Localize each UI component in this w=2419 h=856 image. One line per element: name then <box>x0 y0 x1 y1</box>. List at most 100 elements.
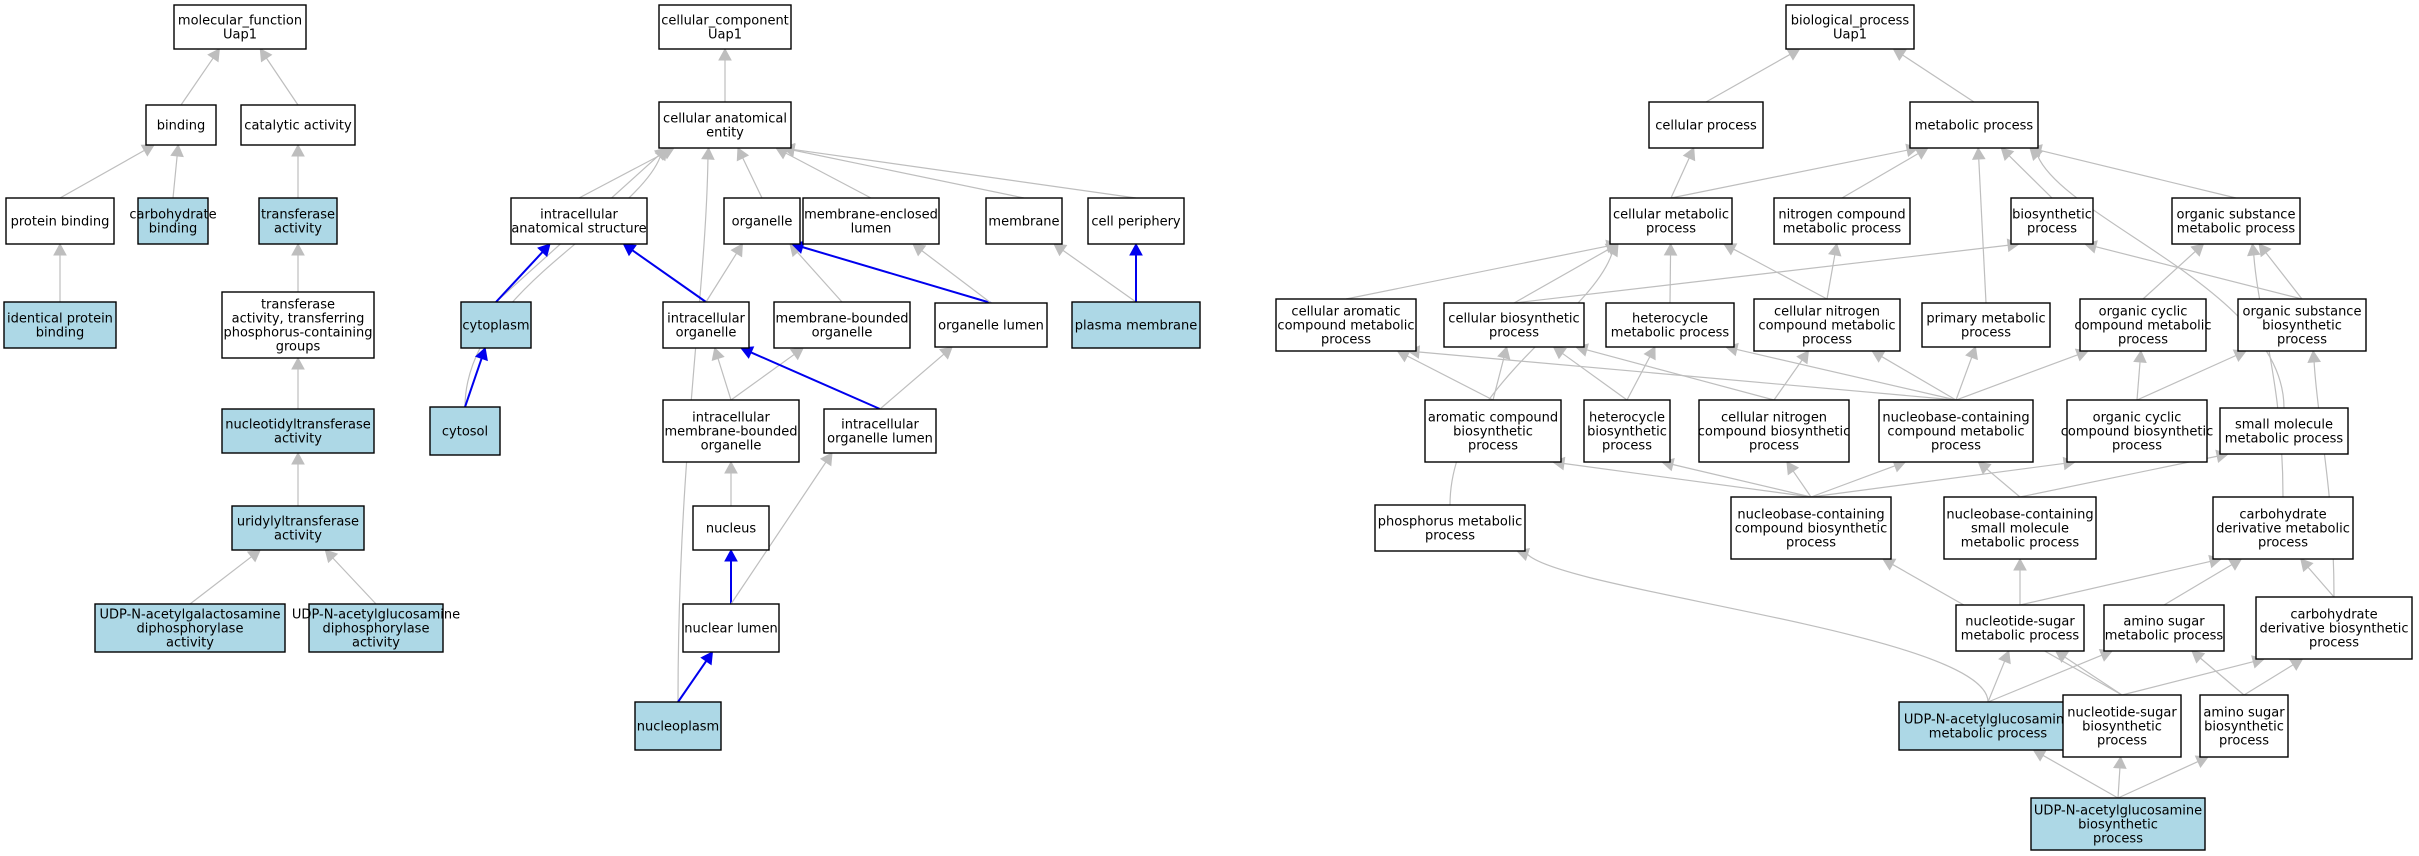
term-label-line: UDP-N-acetylglucosamine <box>1904 713 2072 728</box>
term-node-nucleoplasm[interactable]: nucleoplasm <box>634 701 722 751</box>
term-box <box>1730 496 1892 560</box>
edge-arrowhead <box>654 147 668 162</box>
edge-nuc-sugar-biosyn-to-carb-deriv-biosyn <box>2121 655 2266 696</box>
edge-nuc-sugar-metab-to-carb-deriv-metab <box>2019 554 2223 606</box>
term-node-plasma[interactable]: plasma membrane <box>1071 301 1201 349</box>
term-box <box>662 399 800 463</box>
edge-arrowhead <box>170 143 184 158</box>
term-node-cell-proc[interactable]: cellular process <box>1648 101 1764 149</box>
edge-line <box>2064 656 2123 696</box>
term-label-line: UDP-N-acetylglucosamine <box>292 608 460 623</box>
term-node-udp-galnac[interactable]: UDP-N-acetylgalactosaminediphosphorylase… <box>94 603 286 653</box>
edge-udp-galnac-to-uridylyl <box>189 549 262 605</box>
edge-nucleotidyl-to-transf-phos <box>291 356 305 409</box>
edge-line <box>2019 560 2211 606</box>
edge-line <box>1978 158 1987 304</box>
edge-mem-lumen-to-anat <box>775 147 872 199</box>
term-label-line: process <box>2112 439 2162 454</box>
term-label-line: compound metabolic <box>1887 425 2024 440</box>
term-label-line: identical protein <box>7 312 113 327</box>
term-label-line: organelle <box>676 326 737 341</box>
term-label-line: small molecule <box>2235 418 2333 433</box>
term-node-periphery[interactable]: cell periphery <box>1087 197 1185 245</box>
term-node-protein-binding[interactable]: protein binding <box>5 197 115 245</box>
term-node-organelle[interactable]: organelle <box>723 197 801 245</box>
term-node-udp-biosyn[interactable]: UDP-N-acetylglucosaminebiosyntheticproce… <box>2030 797 2206 851</box>
term-label-line: process <box>2219 734 2269 749</box>
term-node-catalytic[interactable]: catalytic activity <box>240 104 356 146</box>
edge-nuc-lumen-to-intra-org-lumen <box>730 452 833 605</box>
term-node-nuc-lumen[interactable]: nuclear lumen <box>682 603 780 653</box>
term-node-cytosol[interactable]: cytosol <box>429 406 501 456</box>
edge-hetero-metab-to-cell-metab <box>1663 242 1678 304</box>
term-label-line: transferase <box>261 208 335 223</box>
edge-line <box>2136 354 2237 401</box>
term-label-line: activity <box>352 636 400 651</box>
term-label-line: primary metabolic <box>1926 312 2045 327</box>
edge-line <box>1881 356 1957 401</box>
term-label-line: phosphorus-containing <box>223 326 372 341</box>
edge-line <box>2037 155 2285 409</box>
term-node-cytoplasm[interactable]: cytoplasm <box>460 301 532 349</box>
edge-line <box>793 149 1025 199</box>
term-node-nucleus[interactable]: nucleus <box>692 505 770 551</box>
term-label-line: process <box>2277 333 2327 348</box>
edge-arrowhead <box>938 346 953 360</box>
edge-line <box>1826 254 1836 300</box>
term-node-membrane[interactable]: membrane <box>985 197 1063 245</box>
edge-org-lumen-to-organelle <box>790 240 992 304</box>
term-box <box>985 197 1063 245</box>
term-node-udp-glcnac-d[interactable]: UDP-N-acetylglucosaminediphosphorylaseac… <box>292 603 460 653</box>
term-label-line: metabolic process <box>2225 432 2344 447</box>
term-node-binding[interactable]: binding <box>145 104 217 146</box>
term-node-org-lumen[interactable]: organelle lumen <box>934 302 1048 348</box>
term-node-metab[interactable]: metabolic process <box>1909 101 2039 149</box>
term-label-line: biosynthetic <box>2082 720 2162 735</box>
edge-arrowhead <box>2013 557 2027 571</box>
edge-line <box>1406 355 1494 401</box>
